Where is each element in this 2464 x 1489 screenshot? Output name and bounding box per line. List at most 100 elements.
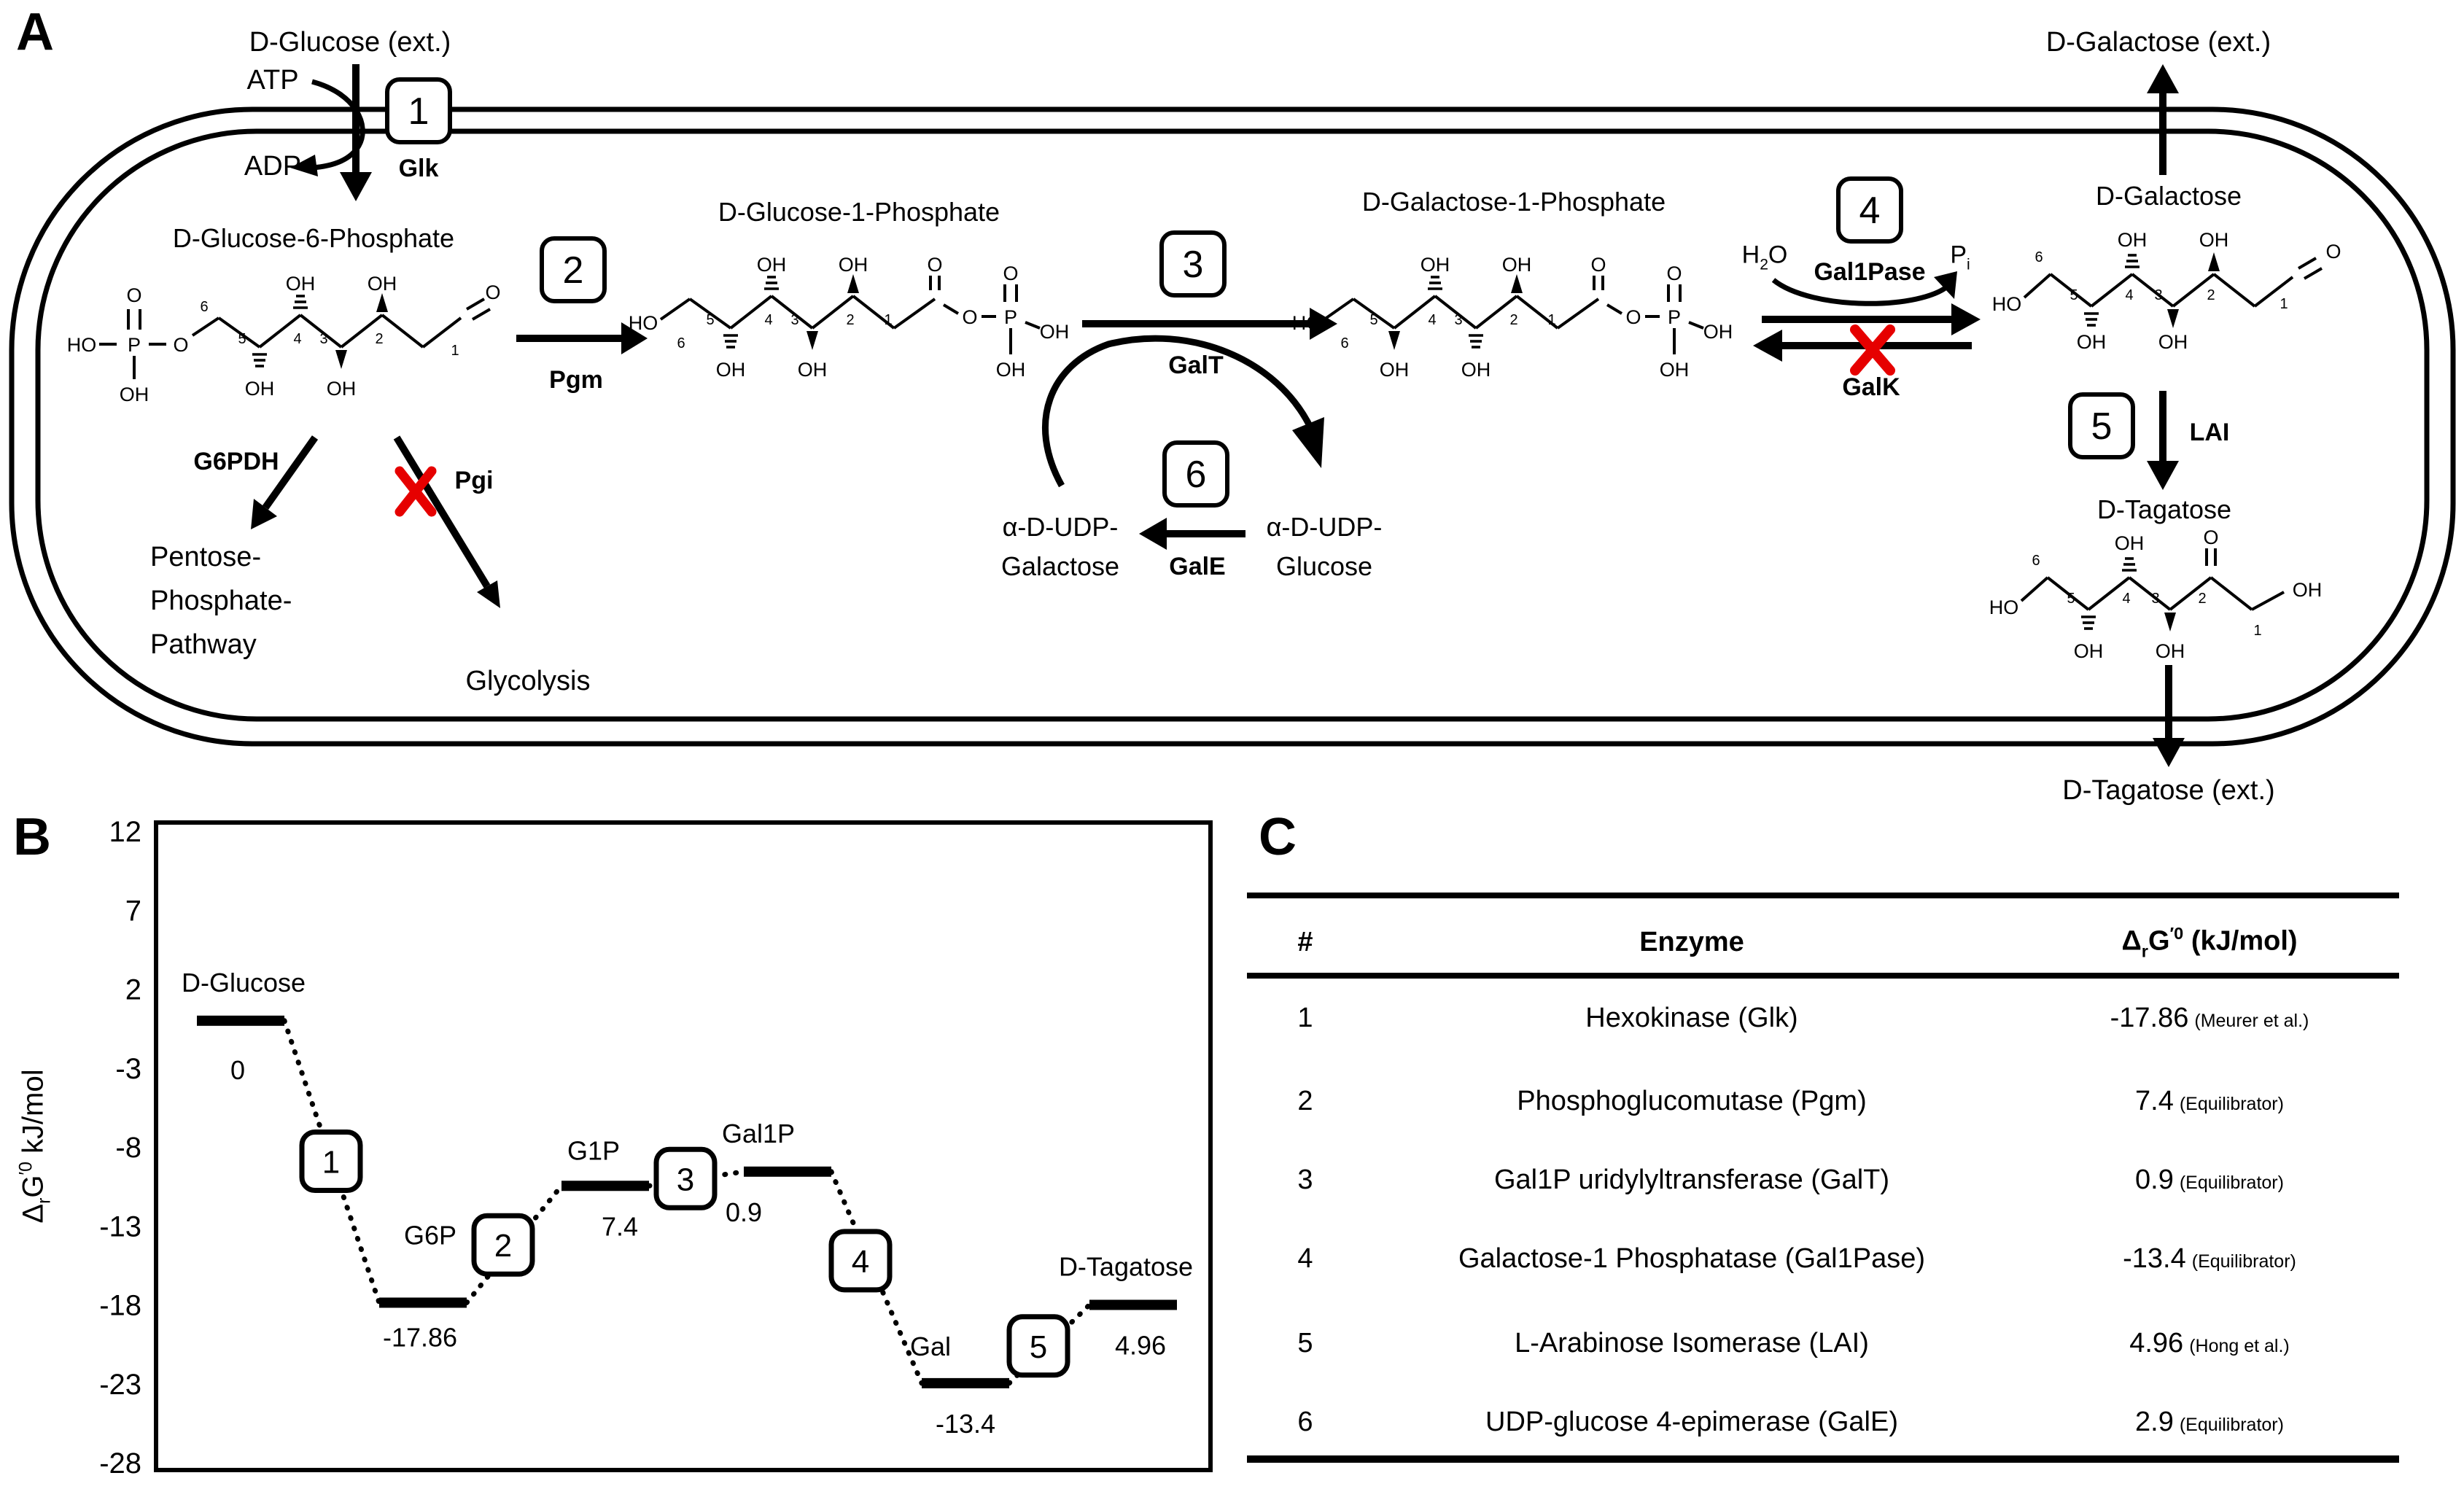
panel-b-label: B	[13, 806, 51, 867]
panel-a-label: A	[16, 1, 54, 62]
enzyme-galt-label: GalT	[1168, 351, 1224, 380]
energy-step-value-label: 7.4	[602, 1211, 638, 1241]
atom-label: OH	[839, 254, 868, 276]
carbon-number: 5	[2067, 591, 2075, 607]
chart-step-box	[653, 1146, 718, 1210]
carbon-number: 4	[293, 331, 301, 347]
atom-label: O	[1003, 263, 1018, 284]
atom-label: OH	[1380, 359, 1410, 381]
atom-label: OH	[1703, 321, 1733, 343]
carbon-number: 3	[2151, 591, 2159, 607]
lai-arrow	[2147, 391, 2179, 490]
atom-label: HO	[67, 334, 97, 356]
table-cell-enzyme: Hexokinase (Glk)	[1585, 1003, 1798, 1034]
galk-blocked-cross-icon	[1850, 324, 1895, 376]
carbon-number: 5	[238, 331, 246, 347]
enzyme-gale-label: GalE	[1169, 553, 1226, 581]
carbon-number: 5	[2069, 287, 2078, 303]
energy-step-value-label: -17.86	[383, 1322, 457, 1352]
enzyme-pgm-label: Pgm	[549, 366, 603, 394]
galt-arrow	[1042, 308, 1337, 488]
atom-label: OH	[2293, 579, 2323, 601]
energy-level-species-label: G6P	[404, 1220, 456, 1250]
atom-label: OH	[1502, 254, 1532, 276]
tagatose-label: D-Tagatose	[2096, 495, 2232, 525]
table-cell-num: 3	[1297, 1165, 1313, 1196]
atom-label: OH	[327, 378, 357, 400]
carbon-number: 1	[884, 312, 892, 328]
atom-label: OH	[798, 359, 828, 381]
table-value-source: (Meurer et al.)	[2194, 1011, 2309, 1031]
carbon-number: 4	[2122, 591, 2130, 607]
table-cell-value: 7.4(Equilibrator)	[2020, 1086, 2399, 1119]
atom-label: OH	[1660, 359, 1690, 381]
energy-level-species-label: D-Glucose	[182, 968, 306, 998]
table-value-source: (Equilibrator)	[2179, 1094, 2284, 1114]
table-value-source: (Hong et al.)	[2189, 1336, 2290, 1356]
table-value-number: -13.4	[2123, 1244, 2186, 1275]
carbon-number: 1	[2253, 623, 2261, 639]
table-value-number: 7.4	[2135, 1086, 2174, 1117]
step-box-2: 2	[540, 236, 607, 303]
step-box-4: 4	[1836, 176, 1903, 244]
chart-plot-border	[154, 820, 1213, 1472]
atom-label: O	[1666, 263, 1682, 284]
carbon-number: 2	[1509, 312, 1517, 328]
y-axis-tick-label: 12	[109, 816, 142, 848]
table-header-row: # Enzyme ΔrG′0 (kJ/mol)	[1247, 923, 2399, 964]
step-box-5: 5	[2068, 392, 2135, 459]
atom-label: OH	[2118, 229, 2148, 251]
step-box-1: 1	[385, 77, 452, 144]
atom-label: OH	[2199, 229, 2229, 251]
table-value-number: 0.9	[2135, 1165, 2174, 1196]
atp-adp-arrow	[290, 79, 365, 176]
energy-level-bar	[197, 1015, 284, 1026]
enzyme-lai-label: LAI	[2189, 419, 2230, 447]
atom-label: OH	[2077, 331, 2107, 353]
chart-step-box-number: 1	[322, 1144, 340, 1180]
energy-level-bar	[744, 1166, 831, 1177]
atom-label: O	[1590, 254, 1606, 276]
energy-level-species-label: D-Tagatose	[1059, 1252, 1193, 1282]
carbon-number: 5	[706, 312, 714, 328]
cell-membrane-outline	[9, 106, 2456, 747]
table-value-number: 2.9	[2135, 1407, 2174, 1438]
energy-step-value-label: -13.4	[936, 1409, 995, 1439]
udp-galactose-label-line1: α-D-UDP-	[1002, 513, 1119, 543]
carbon-number: 6	[1340, 335, 1348, 351]
atom-label: OH	[120, 384, 149, 405]
table-cell-num: 2	[1297, 1086, 1313, 1117]
energy-step-value-label: 0	[230, 1055, 245, 1085]
energy-level-species-label: Gal1P	[722, 1119, 795, 1148]
energy-step-value-label: 0.9	[726, 1197, 762, 1227]
carbon-number: 6	[677, 335, 685, 351]
table-cell-value: -17.86(Meurer et al.)	[2020, 1003, 2399, 1035]
chart-step-box	[471, 1213, 535, 1277]
enzyme-pgi-label: Pgi	[454, 467, 494, 495]
atom-label: O	[962, 306, 977, 328]
tagatose-export-arrow	[2153, 665, 2185, 767]
energy-level-bar	[561, 1181, 649, 1191]
pi-label: Pi	[1950, 241, 1970, 274]
atom-label: HO	[1992, 293, 2022, 315]
galactose-label: D-Galactose	[2095, 182, 2242, 211]
atom-label: OH	[2158, 331, 2188, 353]
table-cell-value: -13.4(Equilibrator)	[2020, 1244, 2399, 1276]
chart-step-box-number: 3	[677, 1162, 694, 1197]
y-axis-tick-label: 2	[125, 974, 141, 1006]
carbon-number: 1	[2280, 296, 2288, 312]
atom-label: OH	[245, 378, 275, 400]
chart-step-box	[1006, 1314, 1070, 1378]
energy-level-bar	[379, 1297, 467, 1308]
pgm-arrow	[516, 322, 648, 354]
table-cell-enzyme: UDP-glucose 4-epimerase (GalE)	[1485, 1407, 1898, 1438]
